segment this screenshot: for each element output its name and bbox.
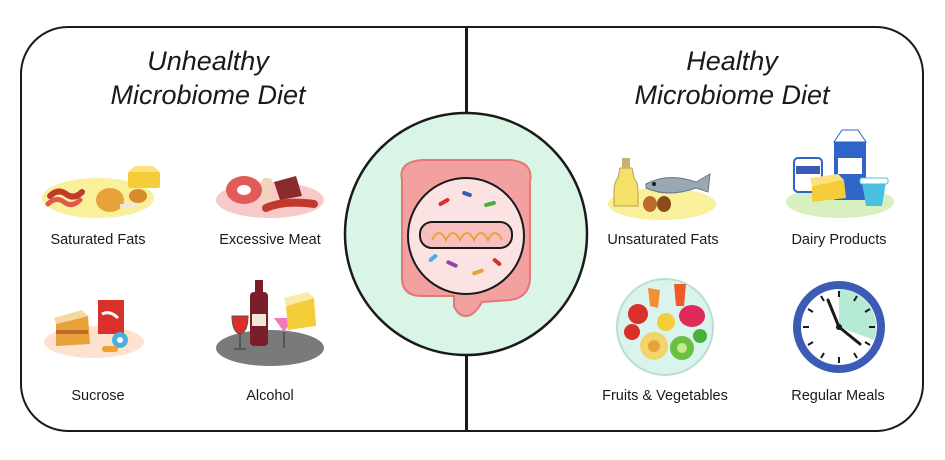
- saturated-fats-label: Saturated Fats: [50, 232, 146, 248]
- fruits-vegetables-label: Fruits & Vegetables: [602, 388, 728, 404]
- healthy-heading-line2: Microbiome Diet: [634, 80, 830, 110]
- oil-fish-icon: [606, 148, 718, 222]
- unhealthy-heading: Unhealthy Microbiome Diet: [58, 44, 358, 112]
- sucrose-label: Sucrose: [71, 388, 125, 404]
- healthy-heading-line1: Healthy: [686, 46, 778, 76]
- healthy-heading: Healthy Microbiome Diet: [582, 44, 882, 112]
- unhealthy-heading-line2: Microbiome Diet: [110, 80, 306, 110]
- unsaturated-fats-label: Unsaturated Fats: [607, 232, 719, 248]
- excessive-meat-label: Excessive Meat: [219, 232, 321, 248]
- wine-cocktail-icon: [214, 276, 326, 368]
- fruit-bowl-icon: [614, 276, 716, 378]
- diagram-frame: [20, 26, 924, 432]
- regular-meals-label: Regular Meals: [791, 388, 885, 404]
- intestine-microbiome-icon: [342, 110, 590, 358]
- meat-plate-icon: [214, 162, 326, 222]
- dairy-icon: [782, 128, 896, 220]
- dairy-products-label: Dairy Products: [791, 232, 887, 248]
- cake-candy-icon: [42, 296, 152, 362]
- clock-icon: [790, 278, 888, 376]
- alcohol-label: Alcohol: [246, 388, 294, 404]
- unhealthy-heading-line1: Unhealthy: [147, 46, 269, 76]
- fat-plate-icon: [40, 162, 160, 222]
